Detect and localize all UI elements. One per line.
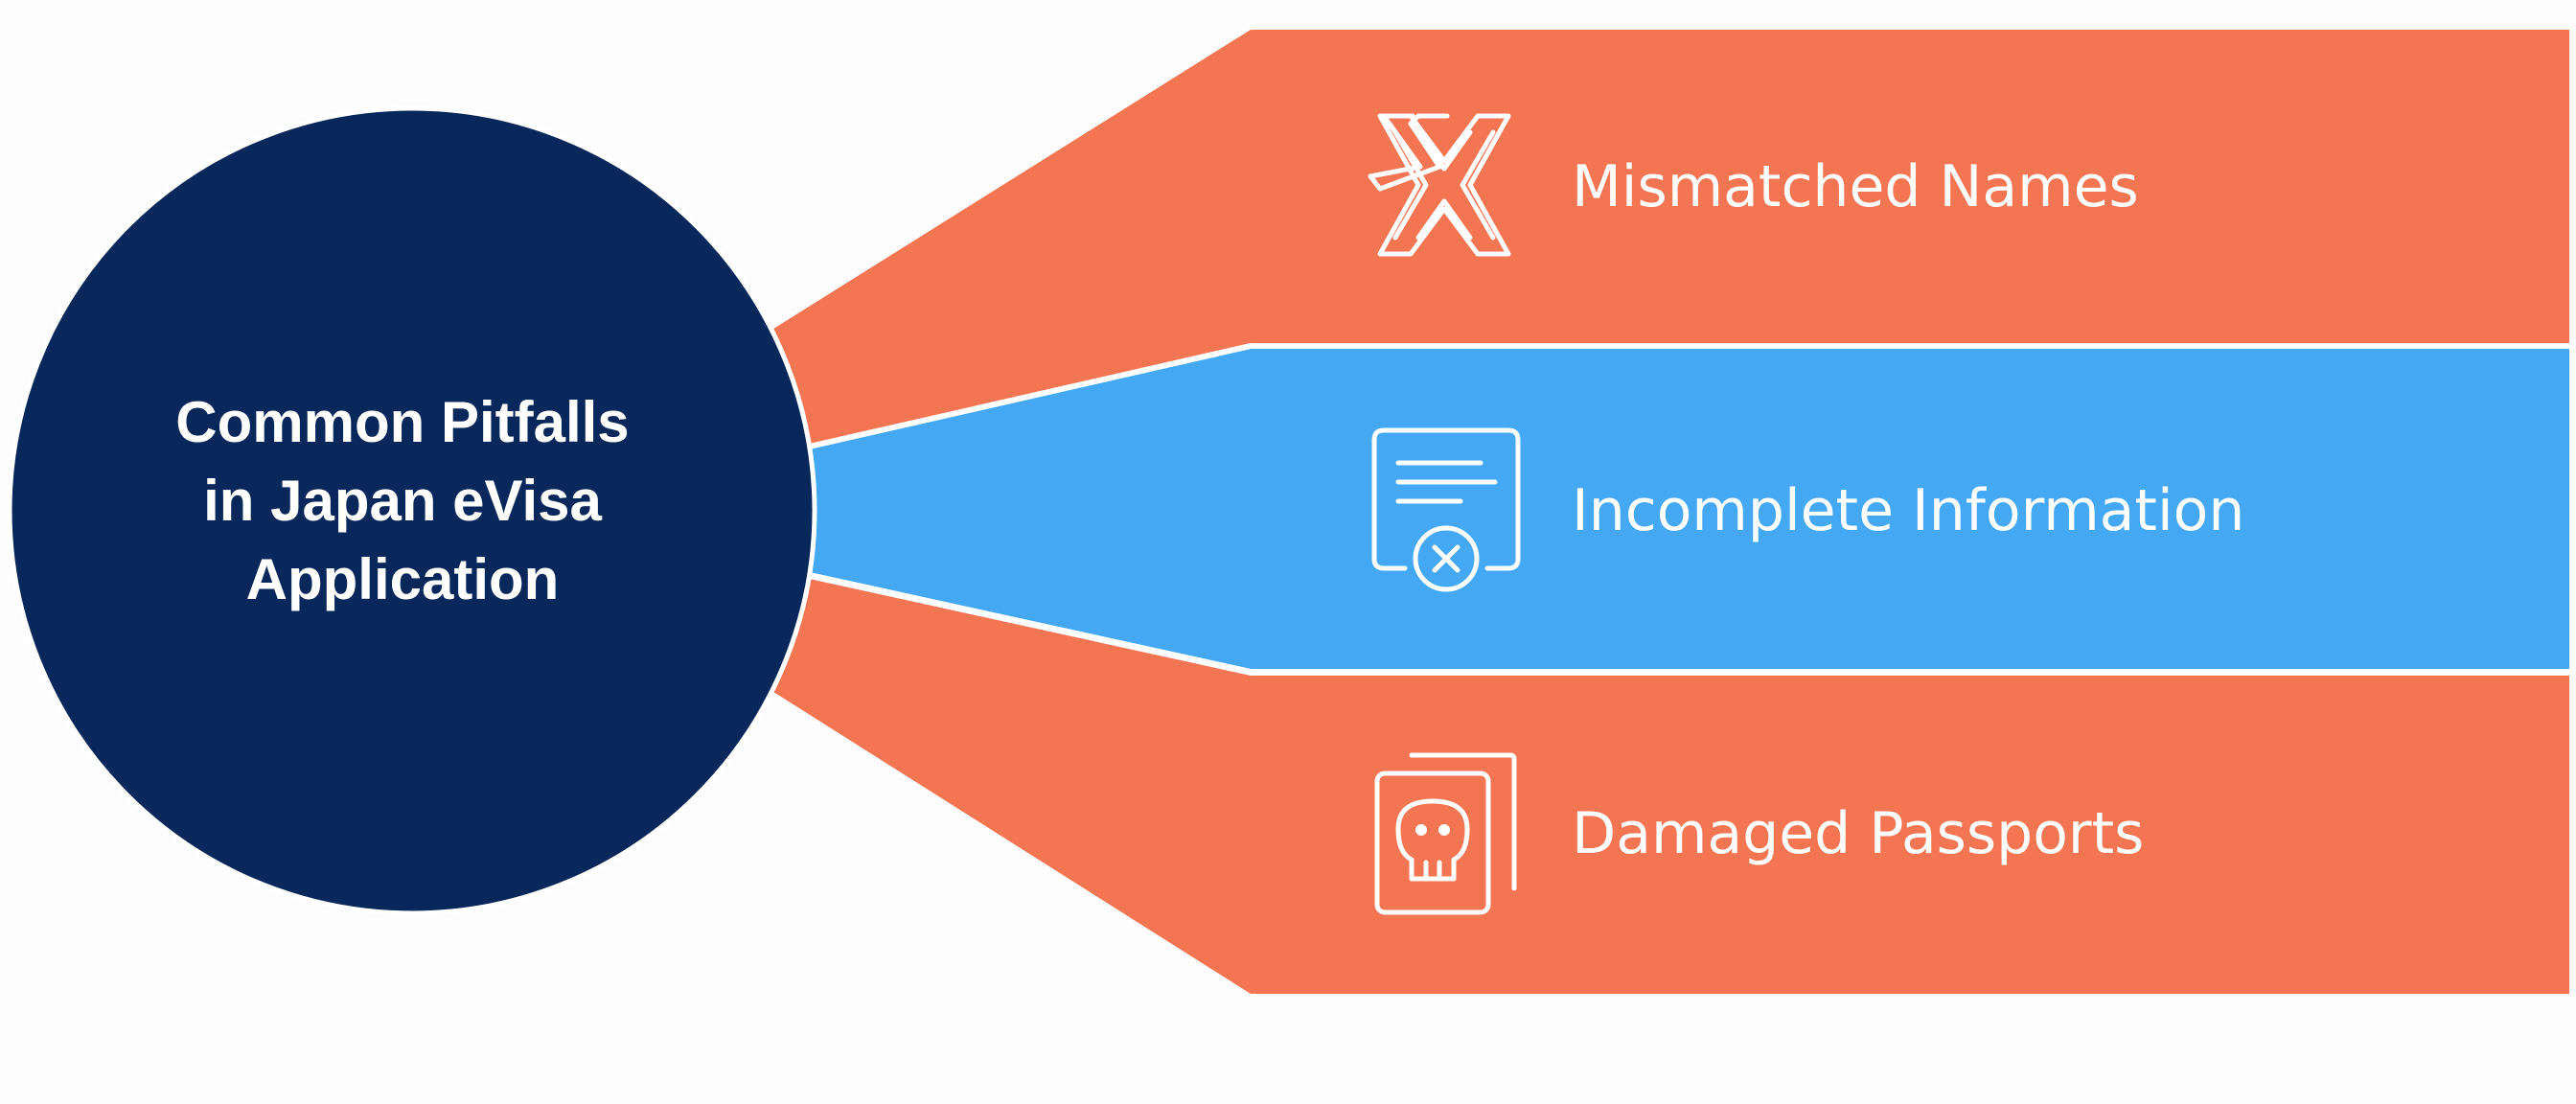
passport-skull-icon bbox=[1374, 752, 1517, 915]
branch-band-damaged-passports bbox=[770, 578, 2569, 994]
hub-circle bbox=[7, 105, 817, 916]
branch-label-damaged-passports: Damaged Passports bbox=[1572, 800, 2145, 867]
x-cross-icon bbox=[1368, 113, 1511, 257]
hub-title-line-2: in Japan eVisa bbox=[203, 469, 602, 533]
separator-line-bottom bbox=[804, 571, 2569, 675]
hub-title-line-3: Application bbox=[245, 547, 560, 611]
separator-line-top bbox=[804, 343, 2569, 450]
document-x-icon bbox=[1371, 427, 1521, 592]
branch-label-incomplete-information: Incomplete Information bbox=[1572, 477, 2245, 544]
hub-title-line-1: Common Pitfalls bbox=[175, 390, 630, 454]
branch-band-incomplete-information bbox=[805, 349, 2569, 669]
branch-label-mismatched-names: Mismatched Names bbox=[1572, 153, 2139, 220]
hub-title: Common Pitfalls in Japan eVisa Applicati… bbox=[58, 383, 748, 619]
